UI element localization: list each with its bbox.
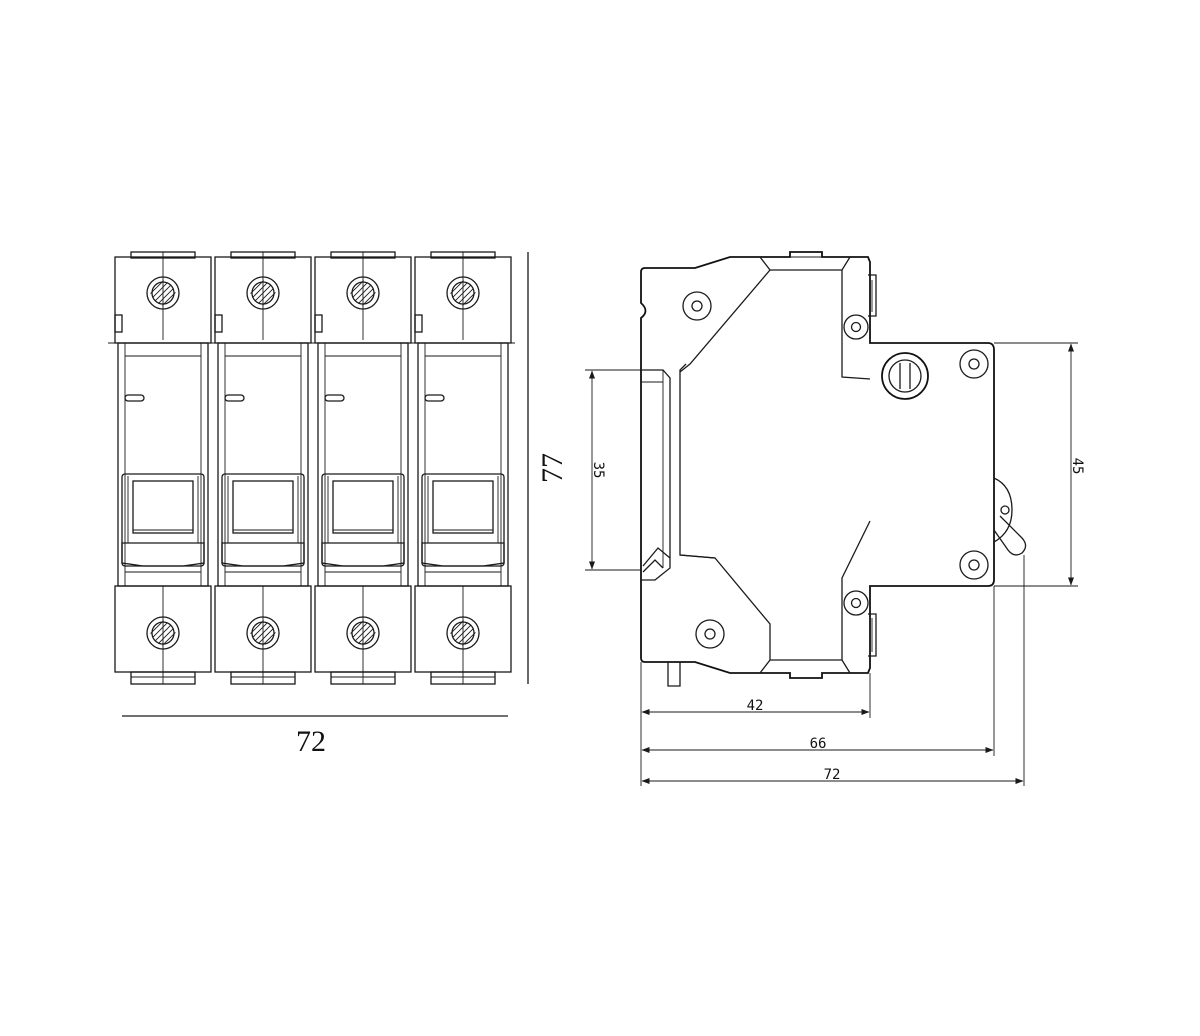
pole-4-bottom-screw	[446, 616, 480, 650]
bottom-latch	[667, 662, 681, 687]
pole-2-top-screw	[246, 276, 280, 310]
body-height-dimension: 45	[994, 342, 1085, 587]
pole-4-top-screw-head	[451, 281, 475, 305]
pole-3-top-screw	[346, 276, 380, 310]
pole-3-top-screw-head	[351, 281, 375, 305]
pole-4-bottom-cap	[430, 671, 496, 685]
side-view	[640, 251, 1027, 687]
rail-height-dimension: 35	[585, 369, 641, 571]
pole-1-toggle-housing	[121, 473, 205, 567]
pole-2-bottom-screw	[246, 616, 280, 650]
pole-1-top-clip	[114, 314, 123, 333]
pole-4-indicator	[424, 394, 445, 402]
pole-4-toggle-housing	[421, 473, 505, 567]
front-width-dimension: 72	[122, 715, 508, 758]
pole-2-indicator	[224, 394, 245, 402]
pole-3-toggle-housing	[321, 473, 405, 567]
pole-1-toggle-window	[132, 480, 194, 534]
pole-4-toggle-window	[432, 480, 494, 534]
pole-2-toggle-handle	[221, 542, 305, 567]
side-face-screw	[881, 352, 929, 400]
body-height-label: 45	[1069, 458, 1085, 475]
side-inner-panel	[679, 363, 716, 559]
din-rail-clip	[641, 369, 671, 581]
pole-1-top-screw-head	[151, 281, 175, 305]
pole-3-bottom-screw-head	[351, 621, 375, 645]
pole-1-bottom-cap	[130, 671, 196, 685]
pole-3-toggle-window	[332, 480, 394, 534]
pole-4-top-clip	[414, 314, 423, 333]
pole-3-toggle-handle	[321, 542, 405, 567]
depth-dimensions: 42 66 72	[640, 555, 1025, 786]
front-height-label: 77	[536, 453, 569, 483]
depth-label-1: 42	[747, 698, 764, 714]
pole-3-bottom-screw	[346, 616, 380, 650]
pole-2-top-clip	[214, 314, 223, 333]
front-width-label: 72	[296, 725, 326, 758]
top-terminal-tab	[868, 274, 877, 317]
pole-2-top-screw-head	[251, 281, 275, 305]
front-height-dimension: 77	[527, 252, 569, 684]
toggle-lever	[993, 477, 1013, 543]
rail-height-label: 35	[590, 462, 606, 479]
upper-chamfer	[679, 256, 771, 373]
pole-2-bottom-cap	[230, 671, 296, 685]
pole-2-bottom-screw-head	[251, 621, 275, 645]
pole-1-bottom-screw-head	[151, 621, 175, 645]
pole-4-body	[417, 342, 509, 587]
pole-2-toggle-window	[232, 480, 294, 534]
depth-label-2: 66	[810, 736, 827, 752]
depth-label-3: 72	[824, 767, 841, 783]
side-body-outline	[640, 251, 995, 679]
pole-4-bottom-screw-head	[451, 621, 475, 645]
pole-1-indicator	[124, 394, 145, 402]
pole-3-top-clip	[314, 314, 323, 333]
pole-3-indicator	[324, 394, 345, 402]
pole-3-body	[317, 342, 409, 587]
pole-1-body	[117, 342, 209, 587]
pole-1-top-screw	[146, 276, 180, 310]
pole-4-toggle-handle	[421, 542, 505, 567]
pole-2-toggle-housing	[221, 473, 305, 567]
bottom-terminal-tab	[868, 613, 877, 657]
pole-2-body	[217, 342, 309, 587]
lower-chamfer	[679, 554, 771, 674]
pole-1-bottom-screw	[146, 616, 180, 650]
pole-4-top-screw	[446, 276, 480, 310]
pole-3-bottom-cap	[330, 671, 396, 685]
pole-1-toggle-handle	[121, 542, 205, 567]
front-view	[108, 251, 515, 685]
